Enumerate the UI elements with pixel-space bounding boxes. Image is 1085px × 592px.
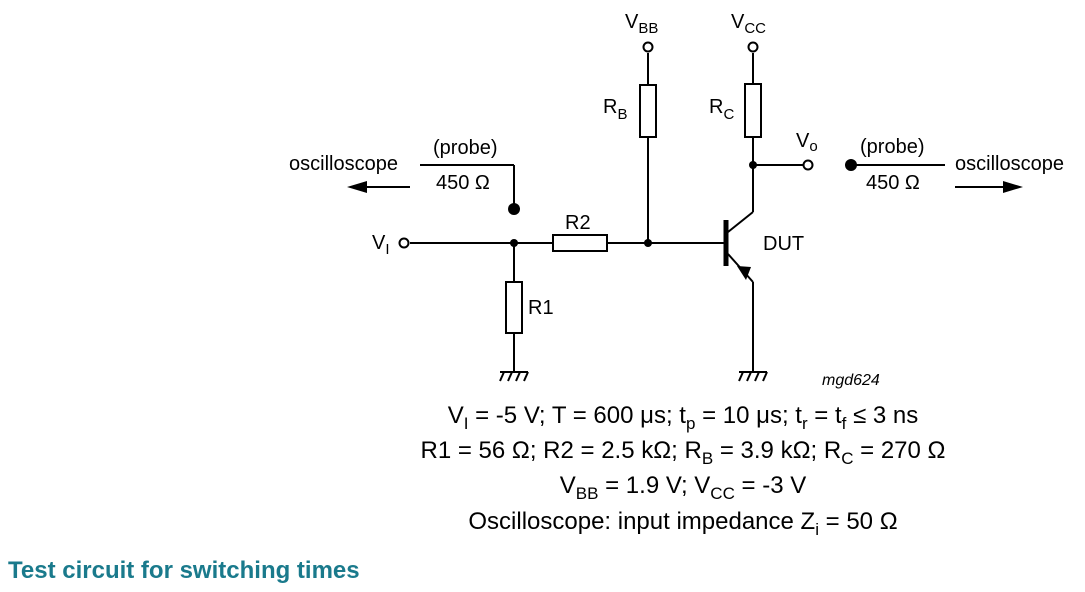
right-probe-impedance: 450 Ω (866, 172, 920, 194)
ground-emitter-icon (738, 371, 768, 382)
right-probe-tip (845, 159, 857, 171)
conditions-line-3: VBB = 1.9 V; VCC = -3 V (560, 472, 806, 503)
vcc-label: VCC (731, 11, 766, 37)
resistor-rb (639, 84, 657, 138)
figure-caption: Test circuit for switching times (8, 557, 360, 584)
vi-label: VI (372, 232, 390, 258)
vo-terminal (802, 159, 814, 171)
rc-label: RC (709, 96, 734, 123)
emitter-arrow-icon (737, 266, 751, 280)
left-probe-impedance: 450 Ω (436, 172, 490, 194)
vi-terminal (398, 237, 410, 249)
dut-label: DUT (763, 233, 804, 255)
r2-label: R2 (565, 212, 591, 234)
right-oscilloscope-label: oscilloscope (955, 153, 1064, 175)
resistor-r1 (505, 281, 523, 334)
left-probe-tip (508, 203, 520, 215)
vbb-terminal (642, 41, 654, 53)
vo-label: Vo (796, 130, 818, 155)
vcc-terminal (747, 41, 759, 53)
resistor-rc (744, 83, 762, 138)
junction-dot (749, 161, 757, 169)
left-oscilloscope-label: oscilloscope (289, 153, 398, 175)
junction-dot (510, 239, 518, 247)
conditions-line-4: Oscilloscope: input impedance Zi = 50 Ω (468, 508, 897, 539)
right-oscilloscope-arrow-icon (955, 181, 1023, 193)
resistor-r2 (552, 234, 608, 252)
junction-dot (644, 239, 652, 247)
rb-label: RB (603, 96, 627, 123)
r1-label: R1 (528, 297, 554, 319)
wires (410, 53, 945, 372)
left-probe-label: (probe) (433, 137, 497, 159)
ground-r1-icon (499, 371, 529, 382)
conditions-line-1: VI = -5 V; T = 600 μs; tp = 10 μs; tr = … (448, 402, 919, 433)
transistor-dut (723, 211, 754, 283)
conditions-line-2: R1 = 56 Ω; R2 = 2.5 kΩ; RB = 3.9 kΩ; RC … (421, 437, 946, 468)
test-conditions: VI = -5 V; T = 600 μs; tp = 10 μs; tr = … (421, 402, 946, 539)
figure-code: mgd624 (822, 372, 880, 389)
right-probe-label: (probe) (860, 136, 924, 158)
vbb-label: VBB (625, 11, 658, 37)
left-oscilloscope-arrow-icon (347, 181, 410, 193)
